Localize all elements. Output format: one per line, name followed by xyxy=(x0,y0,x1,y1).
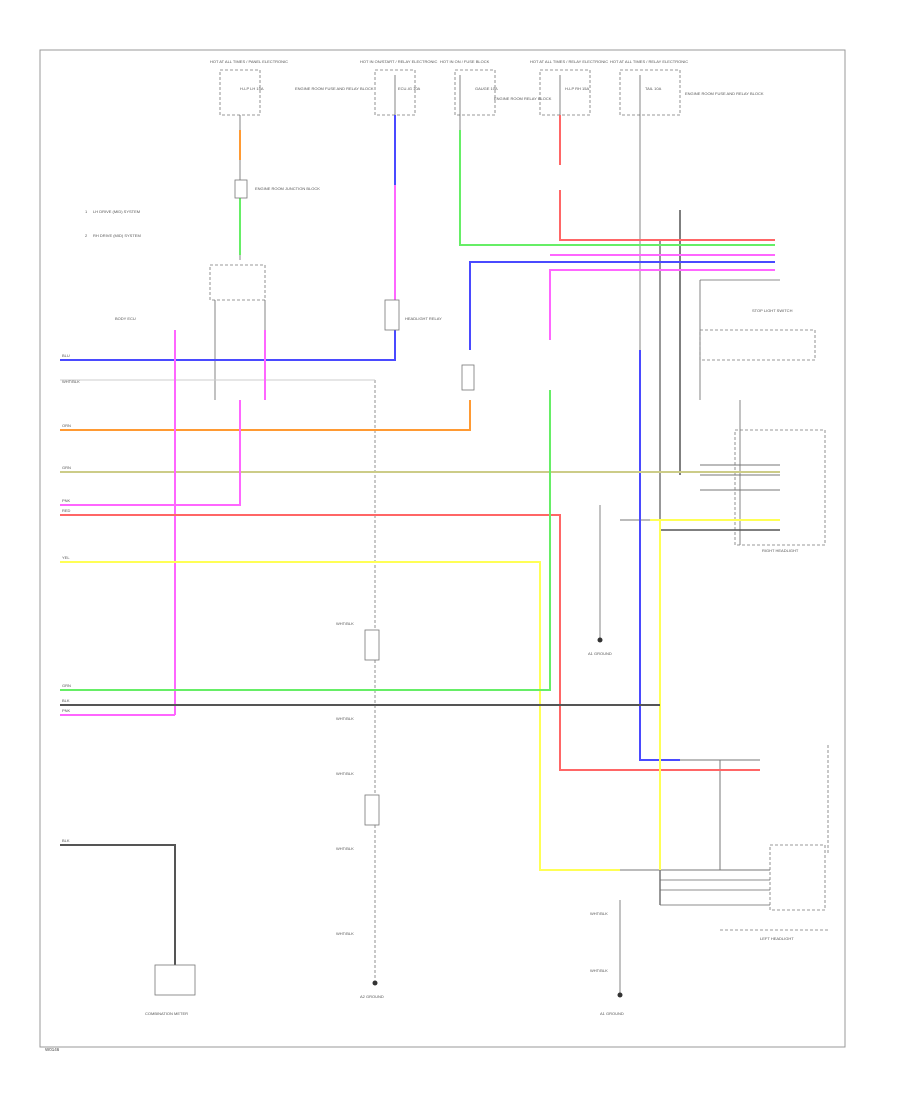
colored-wires xyxy=(60,115,780,871)
legend-2-text: RH DRIVE (MID) SYSTEM xyxy=(93,233,141,238)
hot-label-2: HOT IN ON/START / RELAY ELECTRONIC xyxy=(360,59,437,64)
ground-a2-label: A2 GROUND xyxy=(360,994,384,999)
diagram-frame xyxy=(39,49,846,1048)
fuse-5-desc: ENGINE ROOM FUSE AND RELAY BLOCK xyxy=(685,91,764,96)
legend: 1 LH DRIVE (MID) SYSTEM 2 RH DRIVE (MID)… xyxy=(85,209,141,238)
right-headlight-label: RIGHT HEADLIGHT xyxy=(762,548,799,553)
legend-2-code: 2 xyxy=(85,233,88,238)
legend-1-text: LH DRIVE (MID) SYSTEM xyxy=(93,209,140,214)
fuse-4: H-LP RH 15A xyxy=(565,86,589,91)
fuse-5: TAIL 10A xyxy=(645,86,662,91)
body-ecu-label: BODY ECU xyxy=(115,316,136,321)
headlight-relay-label: HEADLIGHT RELAY xyxy=(405,316,442,321)
fuse-1-desc: ENGINE ROOM FUSE AND RELAY BLOCK xyxy=(295,86,374,91)
stop-light-switch-label: STOP LIGHT SWITCH xyxy=(752,308,793,313)
fuse-section: HOT AT ALL TIMES / PANEL ELECTRONIC HOT … xyxy=(210,59,764,116)
wire-label-wht-blk-5: WHT/BLK xyxy=(336,846,354,851)
fuse-3: GAUGE 10A xyxy=(475,86,498,91)
hot-label-1: HOT AT ALL TIMES / PANEL ELECTRONIC xyxy=(210,59,288,64)
wire-label-orn: ORN xyxy=(62,423,71,428)
wire-label-wht-blk-2: WHT/BLK xyxy=(336,621,354,626)
wire-label-wht-blk-3: WHT/BLK xyxy=(336,716,354,721)
wire-label-blu: BLU xyxy=(62,353,70,358)
wire-label-wht-blk-4: WHT/BLK xyxy=(336,771,354,776)
hot-label-3: HOT IN ON / FUSE BLOCK xyxy=(440,59,490,64)
wire-label-wht-blk-6: WHT/BLK xyxy=(336,931,354,936)
wire-label-wht-blk-8: WHT/BLK xyxy=(590,968,608,973)
left-headlight-label: LEFT HEADLIGHT xyxy=(760,936,794,941)
wire-label-wht-blk-7: WHT/BLK xyxy=(590,911,608,916)
ground-a1-label: A1 GROUND xyxy=(600,1011,624,1016)
ground-a1b-label: A1 GROUND xyxy=(588,651,612,656)
combination-meter-label: COMBINATION METER xyxy=(145,1011,188,1016)
wire-label-yel: YEL xyxy=(62,555,70,560)
wire-label-wht-blk: WHT/BLK xyxy=(62,379,80,384)
legend-1-code: 1 xyxy=(85,209,88,214)
fuse-1: H-LP LH 15A xyxy=(240,86,264,91)
hot-label-5: HOT AT ALL TIMES / RELAY ELECTRONIC xyxy=(610,59,688,64)
wire-label-blk-2: BLK xyxy=(62,838,70,843)
fuse-2: ECU-IG 10A xyxy=(398,86,421,91)
footer-code: W0146 xyxy=(45,1047,60,1052)
wire-label-red: RED xyxy=(62,508,71,513)
wire-label-grn: GRN xyxy=(62,465,71,470)
engine-room-junction-label: ENGINE ROOM JUNCTION BLOCK xyxy=(255,186,320,191)
hot-label-4: HOT AT ALL TIMES / RELAY ELECTRONIC xyxy=(530,59,608,64)
wire-label-pnk-2: PNK xyxy=(62,708,71,713)
wire-label-pnk: PNK xyxy=(62,498,71,503)
wire-label-blk: BLK xyxy=(62,698,70,703)
components: ENGINE ROOM JUNCTION BLOCK HEADLIGHT REL… xyxy=(45,179,799,1052)
fuse-3-desc: ENGINE ROOM RELAY BLOCK xyxy=(494,96,552,101)
wire-label-grn-2: GRN xyxy=(62,683,71,688)
